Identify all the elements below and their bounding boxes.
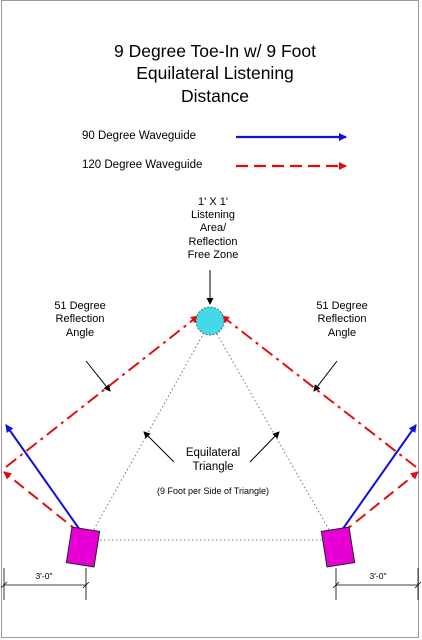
legend-90-label: 90 Degree Waveguide xyxy=(82,130,197,142)
right-reflection-callout-arrow xyxy=(313,360,338,392)
left-reflection-label: 51 Degree Reflection Angle xyxy=(54,300,106,339)
left-speaker-90-ray xyxy=(5,424,81,531)
left-dimension xyxy=(0,568,90,600)
diagram-title: 9 Degree Toe-In w/ 9 Foot Equilateral Li… xyxy=(113,41,316,106)
triangle-left-side xyxy=(87,321,211,541)
right-speaker-120-ray xyxy=(341,471,419,534)
left-speaker-120-ray xyxy=(3,471,81,534)
legend-120-label: 120 Degree Waveguide xyxy=(82,159,203,171)
left-speaker xyxy=(65,526,101,568)
right-speaker xyxy=(320,526,356,568)
listening-area-circle xyxy=(195,306,225,336)
triangle-label: Equilateral Triangle xyxy=(185,447,241,473)
left-reflection-path xyxy=(5,315,199,468)
listening-area-label: 1' X 1' Listening Area/ Reflection Free … xyxy=(187,196,239,261)
triangle-left-callout-arrow xyxy=(143,431,175,463)
left-reflection-callout-arrow xyxy=(85,360,111,392)
triangle-right-callout-arrow xyxy=(249,431,280,463)
triangle-note: (9 Foot per Side of Triangle) xyxy=(156,486,270,496)
right-reflection-label: 51 Degree Reflection Angle xyxy=(316,300,368,339)
right-dimension-label: 3'-0" xyxy=(369,571,387,581)
right-speaker-90-ray xyxy=(341,424,417,531)
triangle-right-side xyxy=(209,321,336,541)
left-dimension-label: 3'-0" xyxy=(35,571,53,581)
right-dimension xyxy=(332,568,422,600)
